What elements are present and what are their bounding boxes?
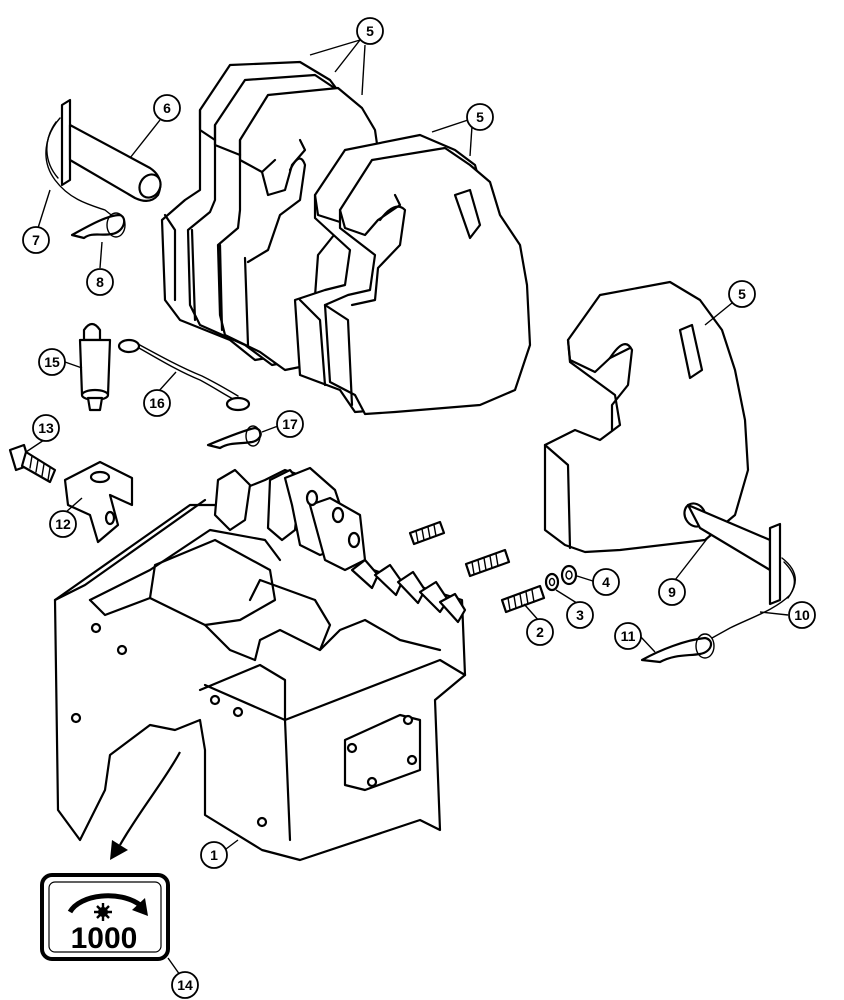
callout-11: 11 xyxy=(614,622,642,650)
pto-speed-decal: 1000 xyxy=(40,873,170,961)
weight-stack-front xyxy=(293,133,532,416)
pin-assembly-upper-left xyxy=(45,98,162,240)
callout-17: 17 xyxy=(276,410,304,438)
weight-single xyxy=(543,280,750,554)
callout-16: 16 xyxy=(143,389,171,417)
bolt-and-bracket xyxy=(8,443,134,544)
callout-14: 14 xyxy=(171,971,199,999)
callout-5-middle: 5 xyxy=(466,103,494,131)
callout-5-right: 5 xyxy=(728,280,756,308)
callout-12: 12 xyxy=(49,510,77,538)
lock-pin-assembly xyxy=(78,322,262,450)
callout-10: 10 xyxy=(788,601,816,629)
callout-5-top: 5 xyxy=(356,17,384,45)
callout-13: 13 xyxy=(32,414,60,442)
callout-4-text: 4 xyxy=(602,574,610,590)
callout-13-text: 13 xyxy=(38,420,54,436)
studs-and-nuts xyxy=(408,520,578,614)
callout-9: 9 xyxy=(658,578,686,606)
pin-assembly-right xyxy=(640,502,796,664)
callout-15-text: 15 xyxy=(44,354,60,370)
callout-1-text: 1 xyxy=(210,847,218,863)
callout-9-text: 9 xyxy=(668,584,676,600)
callout-7: 7 xyxy=(22,226,50,254)
callout-labels: 1 2 3 4 5 5 5 6 xyxy=(22,17,816,999)
callout-10-text: 10 xyxy=(794,607,810,623)
callout-5-right-text: 5 xyxy=(738,286,746,302)
callout-12-text: 12 xyxy=(55,516,71,532)
callout-17-text: 17 xyxy=(282,416,298,432)
callout-6: 6 xyxy=(153,94,181,122)
leader-lines xyxy=(25,39,789,976)
callout-2: 2 xyxy=(526,618,554,646)
callout-1: 1 xyxy=(200,841,228,869)
callout-3-text: 3 xyxy=(576,607,584,623)
callout-3: 3 xyxy=(566,601,594,629)
callout-8: 8 xyxy=(86,268,114,296)
callout-16-text: 16 xyxy=(149,395,165,411)
callout-7-text: 7 xyxy=(32,232,40,248)
decal-location-arrow xyxy=(110,751,181,860)
callout-2-text: 2 xyxy=(536,624,544,640)
callout-15: 15 xyxy=(38,348,66,376)
front-weight-bracket xyxy=(53,466,467,862)
callout-14-text: 14 xyxy=(177,977,193,993)
callout-6-text: 6 xyxy=(163,100,171,116)
pto-rotation-icon xyxy=(67,893,148,921)
decal-speed-label: 1000 xyxy=(71,922,138,955)
callout-4: 4 xyxy=(592,568,620,596)
callout-8-text: 8 xyxy=(96,274,104,290)
callout-5-middle-text: 5 xyxy=(476,109,484,125)
callout-5-top-text: 5 xyxy=(366,23,374,39)
callout-11-text: 11 xyxy=(621,628,636,644)
